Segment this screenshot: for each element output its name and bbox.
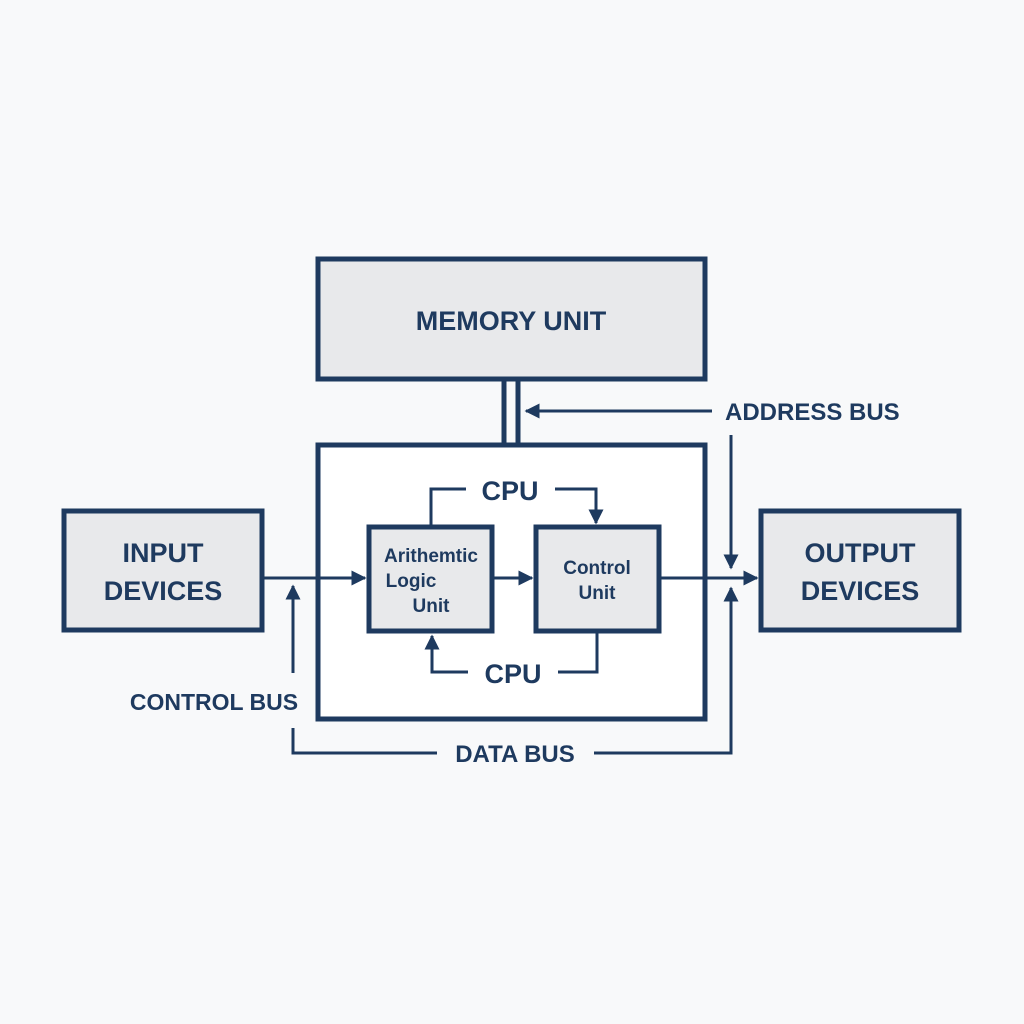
control-bus-label: CONTROL BUS [130, 689, 298, 715]
cpu-bottom-loop-right-line [558, 633, 599, 674]
memory-cpu-connector [501, 381, 521, 444]
alu-label-line1: Arithemtic [384, 546, 478, 567]
memory-unit-box: MEMORY UNIT [315, 256, 708, 382]
cpu-top-label: CPU [481, 476, 538, 506]
alu-box: Arithemtic Logic Unit [366, 524, 495, 634]
control-unit-label-line1: Control [563, 558, 631, 579]
address-bus-label: ADDRESS BUS [725, 399, 900, 426]
cpu-top-loop: CPU [429, 476, 604, 525]
cpu-bottom-loop-arrow [424, 634, 468, 674]
data-bus-to-output-arrow [594, 586, 739, 755]
control-unit-label-line2: Unit [579, 583, 617, 604]
cpu-bottom-loop: CPU [424, 633, 599, 689]
output-devices-label-line1: OUTPUT [805, 538, 917, 568]
data-bus-label: DATA BUS [455, 741, 575, 768]
memory-unit-label: MEMORY UNIT [416, 306, 607, 336]
alu-label-line3: Unit [413, 596, 451, 617]
cpu-top-loop-arrow [555, 487, 604, 525]
address-bus: ADDRESS BUS [524, 399, 900, 570]
input-devices-label-line1: INPUT [123, 538, 205, 568]
control-bus: CONTROL BUS [130, 584, 301, 715]
input-devices-label-line2: DEVICES [104, 576, 223, 606]
cpu-bottom-label: CPU [484, 659, 541, 689]
data-bus: DATA BUS [291, 586, 739, 768]
output-devices-box: OUTPUT DEVICES [758, 508, 962, 633]
alu-label-line2: Logic [386, 571, 437, 592]
control-unit-box: Control Unit [533, 524, 662, 634]
cpu-top-loop-left-line [429, 487, 466, 525]
input-devices-box: INPUT DEVICES [61, 508, 265, 633]
data-bus-left-line [291, 728, 437, 755]
output-devices-label-line2: DEVICES [801, 576, 920, 606]
